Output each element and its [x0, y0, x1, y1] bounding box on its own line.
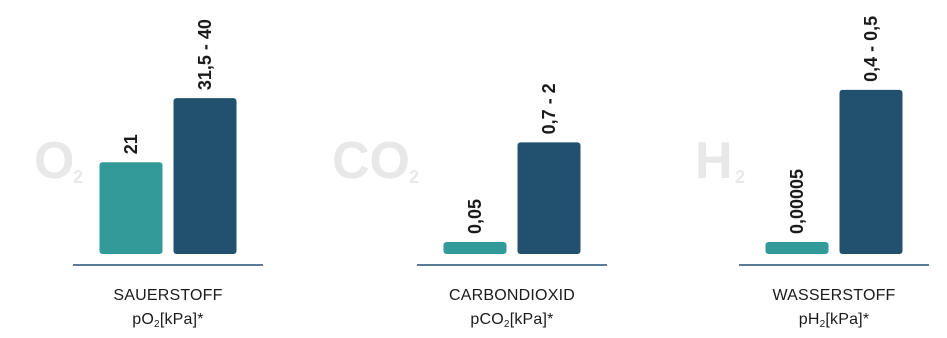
chart-caption-carbon-dioxide: CARBONDIOXID pCO2[kPa]*	[412, 284, 612, 337]
bar-value-label: 21	[121, 134, 141, 154]
gas-symbol-o2: O	[34, 132, 74, 190]
gas-symbol-h2: H	[695, 132, 733, 190]
bar-value-label: 0,4 - 0,5	[861, 16, 881, 82]
chart-svg-oxygen: O 2 21 31,5 - 40	[34, 19, 263, 266]
gas-symbol-co2-subscript: 2	[409, 167, 419, 187]
bar-reference	[99, 162, 163, 254]
bar-reference	[765, 242, 829, 254]
bar-value-label: 31,5 - 40	[195, 19, 215, 90]
bar-value-label: 0,7 - 2	[539, 83, 559, 134]
bar-target	[517, 142, 581, 254]
chart-svg-carbon-dioxide: CO 2 0,05 0,7 - 2	[332, 83, 607, 266]
gas-symbol-h2-subscript: 2	[735, 167, 745, 187]
gas-symbol-o2-subscript: 2	[73, 167, 83, 187]
bar-value-label: 0,05	[465, 199, 485, 234]
chart-caption-hydrogen: WASSERSTOFF pH2[kPa]*	[734, 284, 934, 337]
bar-reference	[443, 242, 507, 254]
chart-panel-hydrogen: H 2 0,00005 0,4 - 0,5 WASSERSTOFF pH2[kPa…	[647, 0, 947, 338]
bar-target	[173, 98, 237, 254]
gas-name: CARBONDIOXID	[449, 287, 575, 304]
gas-symbol-co2: CO	[332, 132, 410, 190]
unit-label: pCO2[kPa]*	[470, 311, 554, 330]
chart-caption-oxygen: SAUERSTOFF pO2[kPa]*	[68, 284, 268, 337]
unit-label: pH2[kPa]*	[798, 311, 870, 330]
chart-svg-hydrogen: H 2 0,00005 0,4 - 0,5	[695, 16, 929, 266]
gas-name: SAUERSTOFF	[113, 287, 223, 304]
chart-panel-carbon-dioxide: CO 2 0,05 0,7 - 2 CARBONDIOXID pCO2[kPa]*	[329, 0, 629, 338]
gas-name: WASSERSTOFF	[772, 287, 896, 304]
unit-label: pO2[kPa]*	[132, 311, 204, 330]
bar-value-label: 0,00005	[787, 169, 807, 234]
bar-target	[839, 89, 903, 255]
chart-panel-oxygen: O 2 21 31,5 - 40 SAUERSTOFF pO2[kPa]*	[0, 0, 300, 338]
